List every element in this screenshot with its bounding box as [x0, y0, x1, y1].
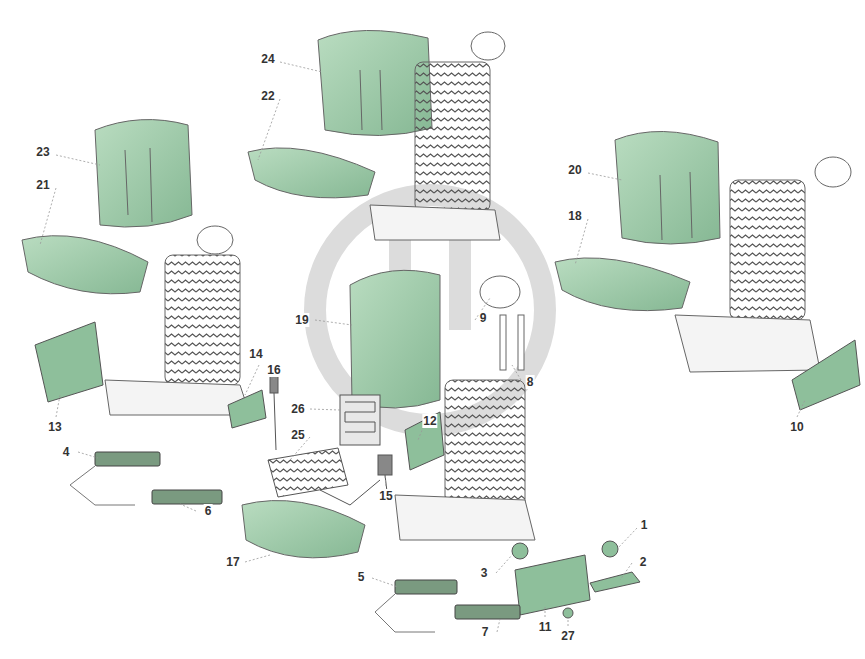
callout-number: 22 — [260, 89, 275, 103]
callout-number: 21 — [35, 178, 50, 192]
callout-number: 6 — [204, 504, 213, 518]
callout-number: 26 — [290, 402, 305, 416]
callout-number: 17 — [225, 555, 240, 569]
callout-number: 15 — [378, 489, 393, 503]
leader-lines — [40, 62, 805, 632]
callout-number: 24 — [260, 52, 275, 66]
callout-number: 20 — [567, 163, 582, 177]
callout-number: 19 — [294, 313, 309, 327]
callout-number: 7 — [481, 625, 490, 639]
callout-number: 2 — [639, 555, 648, 569]
callout-number: 14 — [248, 347, 263, 361]
callout-number: 1 — [640, 518, 649, 532]
callout-number: 8 — [526, 375, 535, 389]
callout-number: 12 — [422, 414, 437, 428]
callout-number: 27 — [560, 629, 575, 643]
callout-number: 25 — [290, 428, 305, 442]
callout-number: 4 — [62, 445, 71, 459]
callout-number: 9 — [479, 311, 488, 325]
callout-number: 18 — [567, 209, 582, 223]
callout-number: 10 — [789, 420, 804, 434]
callout-number: 5 — [357, 570, 366, 584]
callout-number: 3 — [480, 566, 489, 580]
callout-number: 13 — [47, 420, 62, 434]
callout-number: 11 — [538, 620, 553, 634]
callout-number: 16 — [266, 363, 281, 377]
callout-number: 23 — [35, 145, 50, 159]
